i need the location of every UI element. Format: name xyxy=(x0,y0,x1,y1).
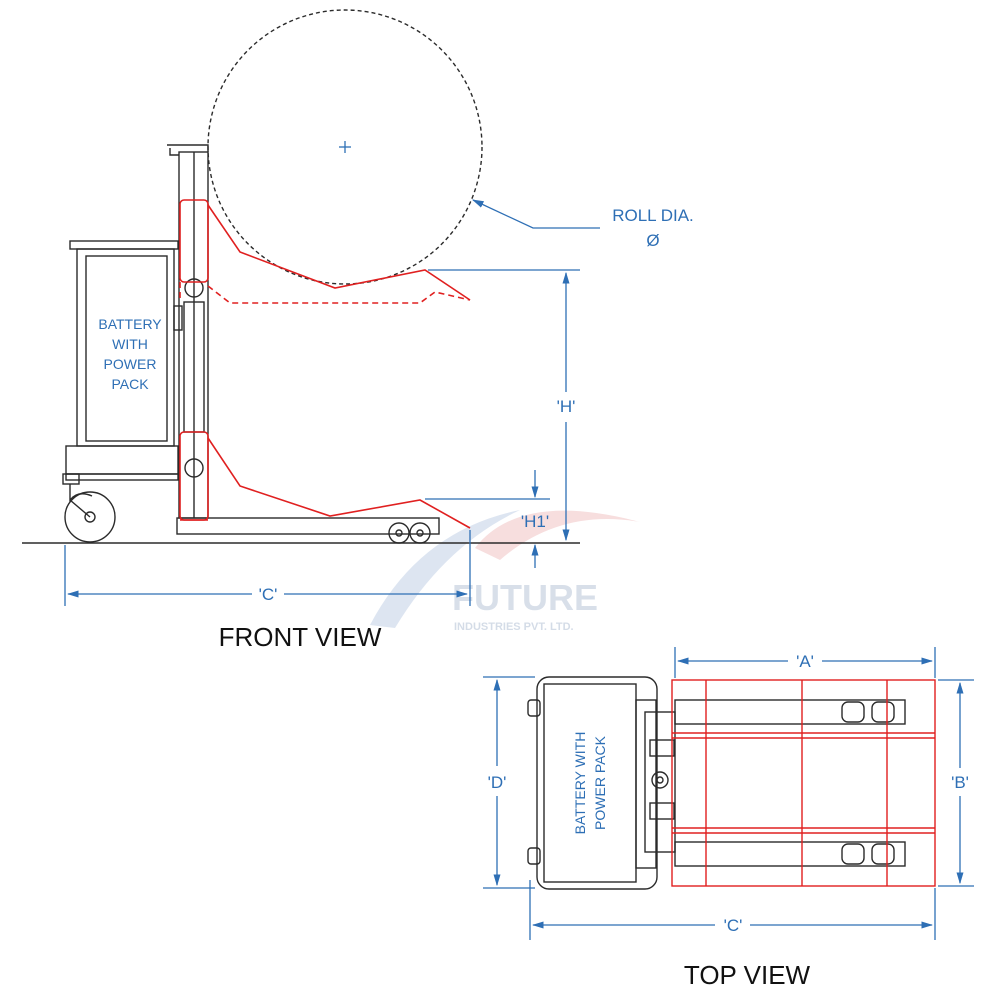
dim-c-front-label: 'C' xyxy=(259,585,278,604)
dim-b xyxy=(938,679,974,887)
watermark-company: INDUSTRIES PVT. LTD. xyxy=(454,621,574,633)
dim-c-top xyxy=(529,880,936,940)
top-battery-line-2: POWER PACK xyxy=(592,735,608,830)
watermark-swoosh-blue xyxy=(370,510,520,628)
dim-b-label: 'B' xyxy=(951,773,969,792)
front-battery-line-1: BATTERY xyxy=(98,316,162,332)
battery-cabinet xyxy=(65,240,179,481)
dim-h1-label: 'H1' xyxy=(521,512,549,531)
dim-d-label: 'D' xyxy=(488,773,507,792)
front-battery-label: BATTERY WITH POWER PACK xyxy=(98,316,162,392)
watermark-swoosh-red xyxy=(475,510,640,560)
top-view: BATTERY WITH POWER PACK xyxy=(483,647,974,990)
top-battery-line-1: BATTERY WITH xyxy=(572,732,588,835)
dim-c-top-label: 'C' xyxy=(724,916,743,935)
lower-carriage xyxy=(179,431,471,529)
roll-dia-leader xyxy=(471,199,600,229)
front-battery-line-2: WITH xyxy=(112,336,148,352)
dim-a xyxy=(674,647,936,678)
roll-dia-symbol: Ø xyxy=(646,231,659,250)
dim-c-front xyxy=(64,530,471,606)
top-platform xyxy=(671,679,936,887)
caster-wheel xyxy=(62,473,116,543)
front-view: BATTERY WITH POWER PACK xyxy=(22,9,694,652)
front-view-title: FRONT VIEW xyxy=(219,622,382,652)
top-forks xyxy=(674,699,906,867)
watermark: FUTURE INDUSTRIES PVT. LTD. xyxy=(370,510,640,633)
watermark-brand: FUTURE xyxy=(452,577,598,618)
front-battery-line-3: POWER xyxy=(104,356,157,372)
dim-a-label: 'A' xyxy=(796,652,814,671)
top-view-title: TOP VIEW xyxy=(684,960,811,990)
dim-h-label: 'H' xyxy=(557,397,576,416)
upper-carriage xyxy=(179,199,471,304)
roll-dia-label: ROLL DIA. xyxy=(612,206,694,225)
dim-d xyxy=(483,676,535,889)
mast xyxy=(167,144,209,519)
base-frame xyxy=(176,517,440,544)
dim-h xyxy=(428,269,580,542)
dim-h1 xyxy=(425,470,550,568)
roll-center-mark xyxy=(339,141,351,153)
top-chassis xyxy=(527,676,676,890)
front-battery-line-4: PACK xyxy=(111,376,149,392)
